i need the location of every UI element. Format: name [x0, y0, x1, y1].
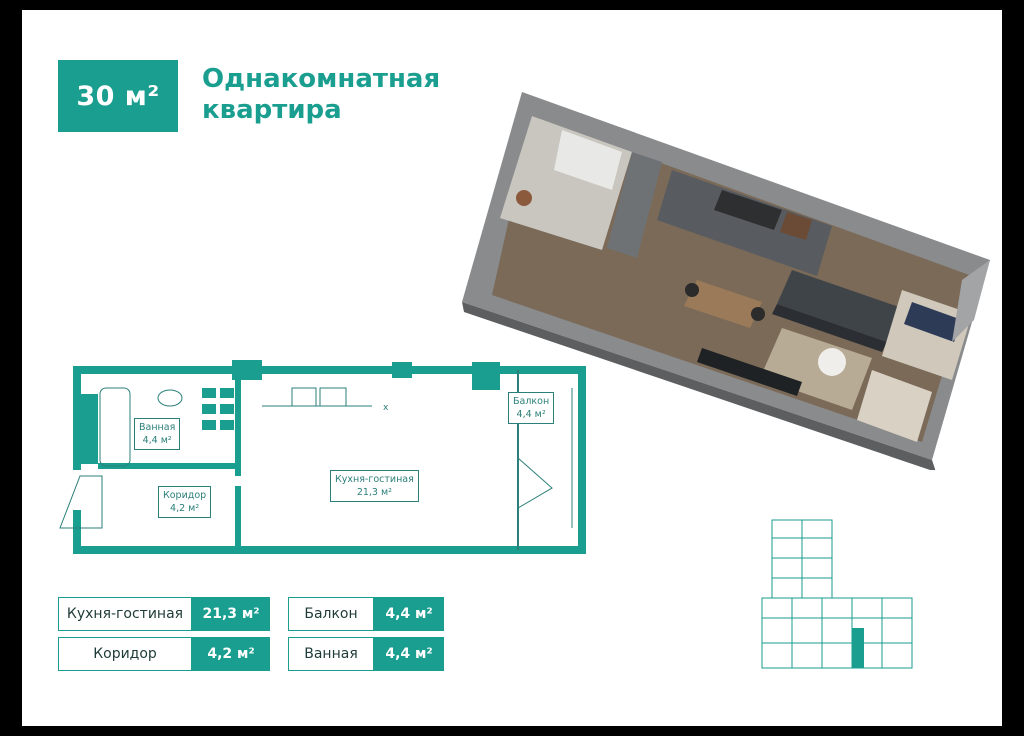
- floorplan-sheet: 30 м² Однакомнатная квартира: [22, 10, 1002, 726]
- legend-name: Ванная: [288, 637, 374, 671]
- legend-area: 4,4 м²: [374, 637, 444, 671]
- room-name: Коридор: [163, 490, 207, 501]
- legend-name: Коридор: [58, 637, 192, 671]
- room-area: 4,2 м²: [170, 503, 200, 514]
- apartment-title-line1: Однакомнатная: [202, 64, 441, 94]
- legend-item-balcony: Балкон 4,4 м²: [288, 597, 444, 631]
- room-label-kitchen: Кухня-гостиная 21,3 м²: [330, 470, 419, 502]
- apartment-3d-render: [462, 92, 990, 470]
- room-name: Кухня-гостиная: [335, 474, 414, 485]
- legend-name: Кухня-гостиная: [58, 597, 192, 631]
- room-area: 21,3 м²: [356, 487, 392, 498]
- legend-area: 21,3 м²: [192, 597, 270, 631]
- legend-area: 4,2 м²: [192, 637, 270, 671]
- apartment-title-line2: квартира: [202, 95, 342, 125]
- legend-area: 4,4 м²: [374, 597, 444, 631]
- apartment-title: Однакомнатная квартира: [202, 64, 440, 126]
- room-name: Балкон: [513, 396, 550, 407]
- room-label-balcony: Балкон 4,4 м²: [508, 392, 555, 424]
- building-key-plan: [761, 519, 913, 669]
- room-area: 4,4 м²: [142, 435, 172, 446]
- floor-plan: x: [59, 360, 586, 554]
- room-label-corridor: Коридор 4,2 м²: [158, 486, 212, 518]
- legend-item-bathroom: Ванная 4,4 м²: [288, 637, 444, 671]
- kitchen-mark: x: [383, 403, 389, 413]
- room-area: 4,4 м²: [516, 409, 546, 420]
- legend-item-kitchen: Кухня-гостиная 21,3 м²: [58, 597, 270, 631]
- legend-item-corridor: Коридор 4,2 м²: [58, 637, 270, 671]
- room-name: Ванная: [139, 422, 176, 433]
- highlighted-apartment: [852, 628, 864, 668]
- legend-name: Балкон: [288, 597, 374, 631]
- room-label-bathroom: Ванная 4,4 м²: [134, 418, 181, 450]
- area-badge: 30 м²: [58, 60, 178, 132]
